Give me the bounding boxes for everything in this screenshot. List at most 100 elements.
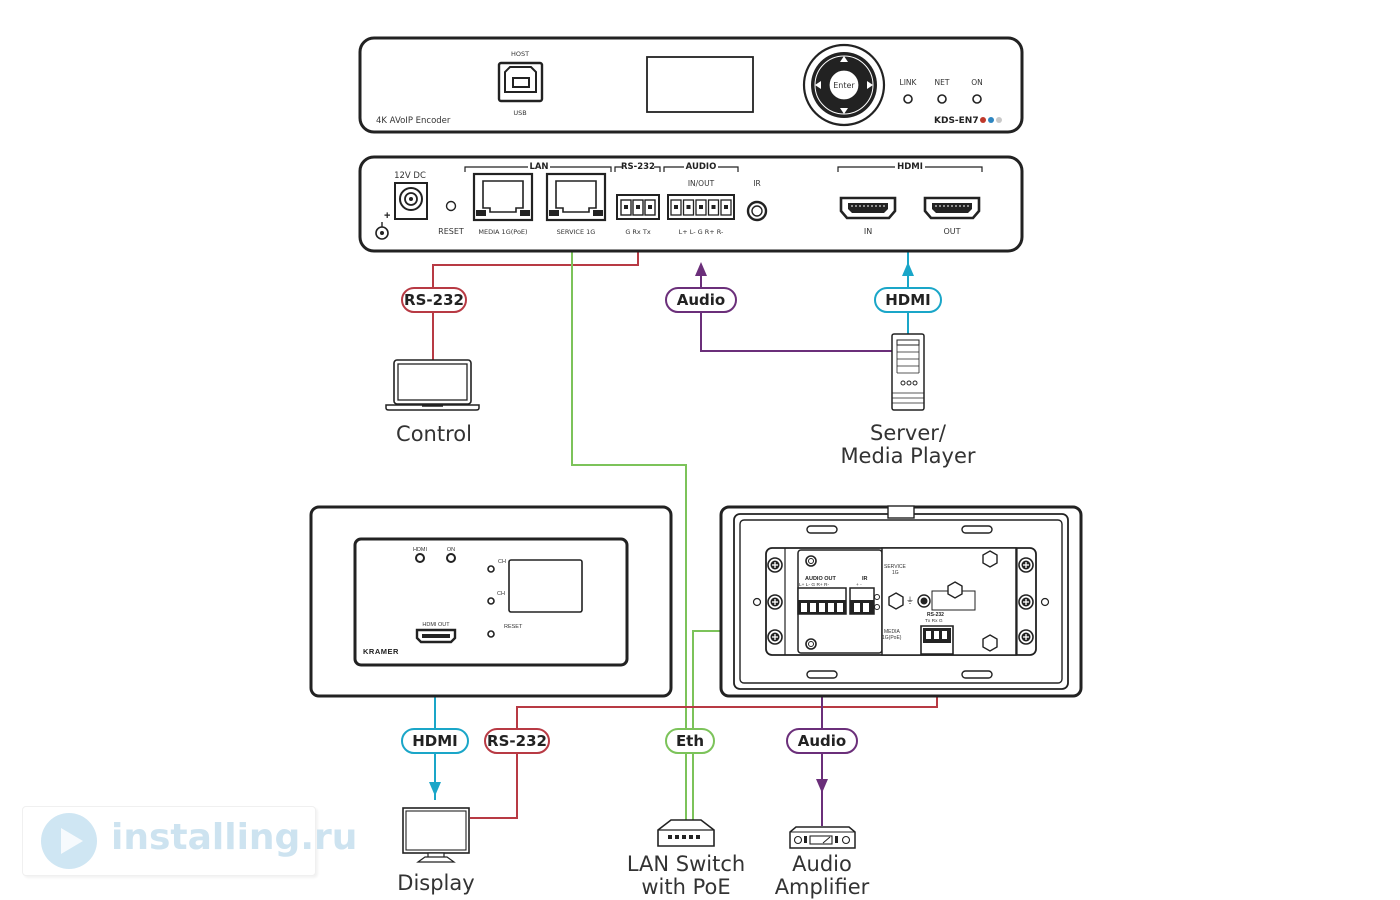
watermark: installing.ru [22,806,357,876]
kramer-logo: KRAMER [363,647,399,656]
hdmi-in-port-icon[interactable] [839,196,897,220]
wp-audio-out-terminal-icon[interactable] [797,587,847,615]
reset-label: RESET [438,227,464,236]
wp-ir-pins-label: + - [856,583,862,588]
rj45-media-port-icon[interactable] [472,172,534,222]
svg-text:+: + [384,210,390,222]
wp-ir-label: IR [862,576,868,582]
tag-eth-bottom-label: Eth [676,732,704,750]
ch-up-button[interactable] [487,565,495,573]
watermark-logo-icon [41,813,97,869]
ir-label: IR [753,179,760,188]
screw-icon [1018,557,1034,573]
navigation-dial[interactable]: Enter [802,43,886,127]
wp-media-sub: 1G(PoE) [882,635,902,641]
audio-pins-label: L+ L- G R+ R- [679,228,724,236]
wp-media-label: MEDIA [884,629,901,635]
dc-power-jack-icon[interactable] [394,182,428,220]
tag-rs232-top-label: RS-232 [404,291,464,309]
wp-audio-out-label: AUDIO OUT [805,576,837,582]
cable-eth-encoder [571,231,687,826]
hdmi-out-port-icon[interactable] [923,196,981,220]
usb-host-label: HOST [511,50,529,58]
lan-group-label: LAN [529,162,548,172]
amplifier-caption-line2: Amplifier [775,875,870,899]
tag-audio-bottom: Audio [786,728,858,754]
wp-led-hdmi-label: HDMI [413,547,428,553]
lan-switch-caption-line2: with PoE [641,875,730,899]
hdmi-out-label: OUT [943,227,960,236]
encoder-title: 4K AVoIP Encoder [376,116,451,126]
encoder-rear-panel: 12V DC + RESET LAN [358,155,1024,253]
enter-button[interactable] [828,69,860,101]
laptop-icon [385,359,480,411]
model-dot-red [980,117,986,123]
wp-display-window [508,559,583,613]
usb-b-port-icon[interactable] [497,61,544,103]
audio-sub-label: IN/OUT [688,179,715,188]
wp-audio-pins-label: L+ L- G R+ R- [799,582,830,588]
ir-jack-icon[interactable] [746,200,768,222]
server-caption-line2: Media Player [840,444,975,468]
watermark-text: installing.ru [111,817,358,858]
display-window [646,56,754,113]
lan-switch-icon [657,819,715,847]
rs232-terminal-block-icon[interactable] [616,194,660,220]
wp-hdmi-out-port-icon[interactable] [415,628,457,644]
wp-service-sub: 1G [892,570,899,576]
model-dot-blue [988,117,994,123]
wp-ir-terminal-icon[interactable] [849,587,880,615]
svg-text:⏚: ⏚ [906,596,914,605]
polarity-icon: + [375,210,390,240]
tag-hdmi-top-label: HDMI [885,291,931,309]
led-on-label: ON [971,78,983,87]
audio-group-label: AUDIO [686,162,717,172]
arrow-audio-down [816,779,828,793]
rs232-pins-label: G Rx Tx [625,228,651,236]
wp-rs232-pins-label: Tx Rx G [925,618,943,624]
usb-label: USB [513,109,526,117]
led-net-label: NET [935,78,950,87]
tag-eth-bottom: Eth [665,728,715,754]
wp-led-on-label: ON [447,547,455,553]
power-label: 12V DC [394,171,426,181]
wp-service-label: SERVICE [884,564,907,570]
tag-audio-top-label: Audio [677,291,725,309]
amplifier-caption-line1: Audio [792,852,852,876]
server-caption-line1: Server/ [870,421,947,445]
tag-hdmi-bottom-label: HDMI [412,732,458,750]
led-on-icon [972,94,982,104]
ch-up-label: CH [498,559,506,565]
wp-led-on-icon [446,553,456,563]
display-monitor-icon [402,807,470,863]
led-link-label: LINK [900,78,918,87]
arrow-hdmi-up [902,262,914,276]
screw-icon [767,594,783,610]
wp-rs232-terminal-icon[interactable] [920,625,954,655]
lan-service-label: SERVICE 1G [557,228,596,236]
tag-audio-top: Audio [665,287,737,313]
tag-hdmi-top: HDMI [874,287,942,313]
service-port-icon[interactable]: ⏚ [888,581,976,611]
wp-hdmi-out-label: HDMI OUT [422,622,450,628]
arrow-hdmi-down [429,782,441,796]
tag-rs232-top: RS-232 [401,287,467,313]
server-tower-icon [891,333,925,411]
reset-button[interactable] [445,200,457,212]
control-caption: Control [396,422,472,446]
wp-reset-button[interactable] [487,630,495,638]
audio-amplifier-icon [789,826,856,849]
screw-icon [767,629,783,645]
audio-terminal-block-icon[interactable] [667,194,735,220]
wp-led-hdmi-icon [415,553,425,563]
screw-icon [1018,629,1034,645]
tag-hdmi-bottom: HDMI [401,728,469,754]
tag-audio-bottom-label: Audio [798,732,846,750]
led-link-icon [903,94,913,104]
lan-switch-caption-line1: LAN Switch [627,852,745,876]
arrow-audio-up [695,262,707,276]
rj45-service-port-icon[interactable] [545,172,607,222]
wallplate-front: HDMI ON CH CH RESET HDMI OUT KRAMER [309,505,673,698]
ch-down-button[interactable] [487,597,495,605]
